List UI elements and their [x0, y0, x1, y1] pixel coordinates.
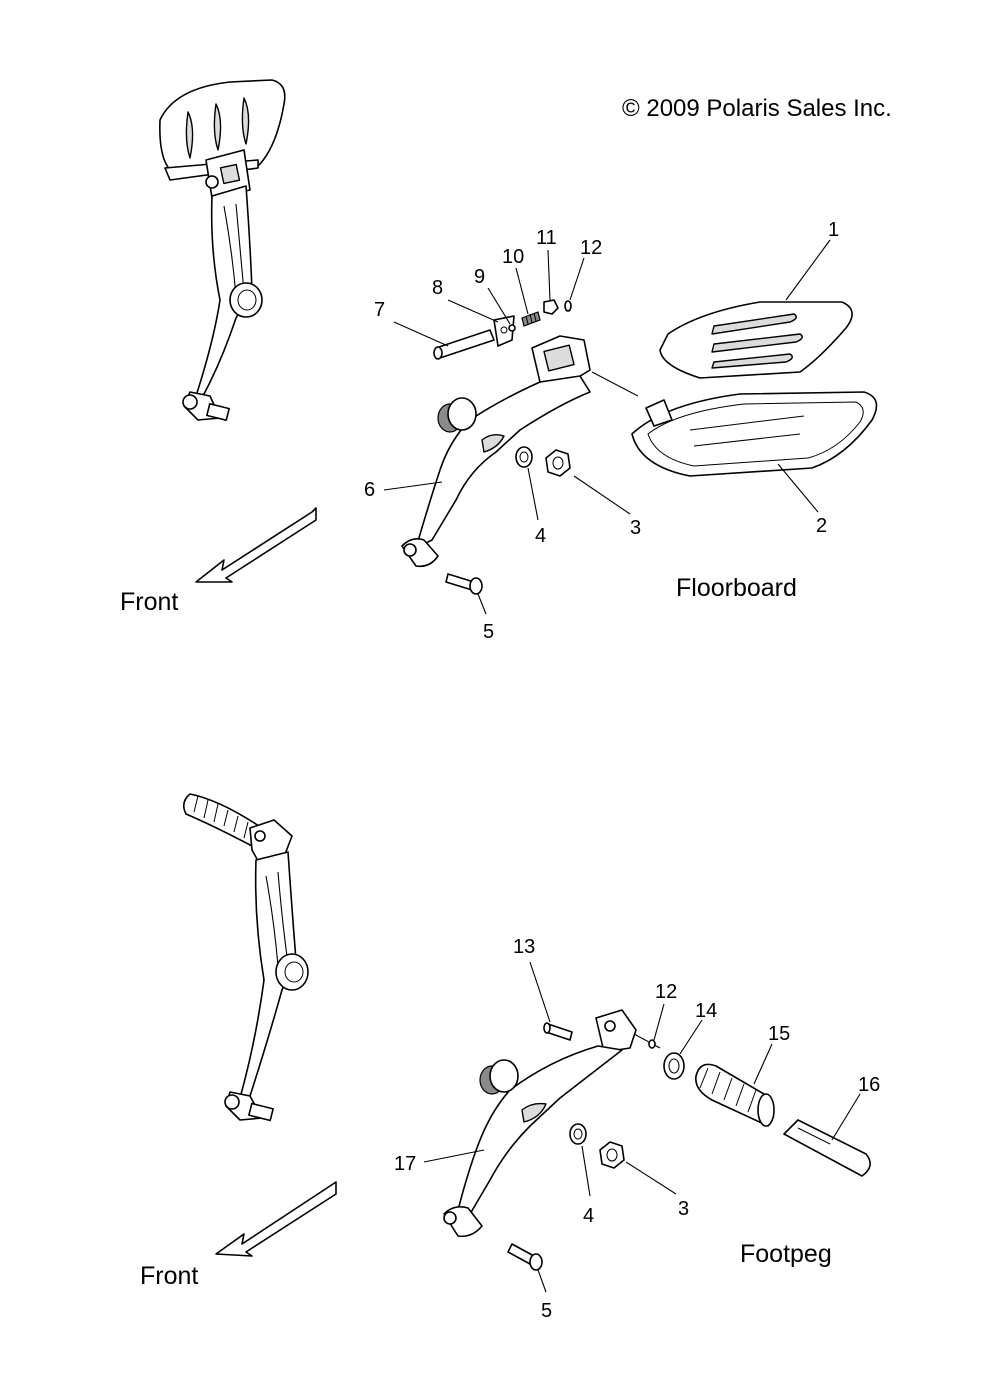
- callout-4: 4: [535, 525, 546, 547]
- callout-10: 10: [502, 246, 524, 268]
- callout-12: 12: [580, 237, 602, 259]
- front-label-top: Front: [120, 588, 178, 616]
- callout-3: 3: [630, 517, 641, 539]
- callout-1: 1: [828, 219, 839, 241]
- footpeg-rubber-part-15: [695, 1063, 775, 1127]
- pin-part-7: [433, 329, 495, 360]
- bolt-part-5-bottom: [507, 1243, 543, 1271]
- callout-9: 9: [474, 266, 485, 288]
- callout-8: 8: [432, 277, 443, 299]
- nut-part-3-bottom: [599, 1141, 625, 1169]
- callout-13: 13: [513, 936, 535, 958]
- callout-7: 7: [374, 299, 385, 321]
- washer-part-4: [515, 446, 533, 468]
- callout-15: 15: [768, 1023, 790, 1045]
- nut-part-11: [543, 299, 559, 315]
- callout-6: 6: [364, 479, 375, 501]
- floorboard-assembly-view: [159, 79, 286, 422]
- front-label-bottom: Front: [140, 1262, 198, 1290]
- floorboard-pad-part-1: [659, 301, 853, 379]
- bolt-part-5: [445, 573, 483, 595]
- callout-12-bottom: 12: [655, 981, 677, 1003]
- callout-16: 16: [858, 1074, 880, 1096]
- floorboard-title: Floorboard: [676, 574, 797, 602]
- callout-5: 5: [483, 621, 494, 643]
- front-arrow-bottom: [215, 1181, 337, 1257]
- callouts-footpeg: 13 12 14 15 16 17 4 3 5: [394, 936, 880, 1322]
- plate-part-8: [493, 315, 515, 347]
- callout-3-bottom: 3: [678, 1198, 689, 1220]
- washer-part-14: [663, 1052, 685, 1080]
- front-arrow-top: [195, 507, 317, 583]
- callout-4-bottom: 4: [583, 1205, 594, 1227]
- footpeg-arm-part-17: [443, 1009, 637, 1238]
- callout-11: 11: [536, 227, 557, 249]
- callout-17: 17: [394, 1153, 416, 1175]
- callouts-floorboard: 1 2 3 4 5 6 7 8 9 10 11 12: [364, 219, 839, 643]
- floorboard-part-2: [631, 391, 878, 477]
- callout-2: 2: [816, 515, 827, 537]
- ring-part-12-bottom: [648, 1039, 656, 1049]
- ball-part-9: [508, 324, 516, 332]
- spring-part-10: [521, 311, 541, 327]
- nut-part-3: [545, 449, 571, 477]
- callout-5-bottom: 5: [541, 1300, 552, 1322]
- footpeg-assembly-view: [182, 793, 309, 1122]
- callout-14: 14: [695, 1000, 717, 1022]
- footpeg-title: Footpeg: [740, 1240, 832, 1268]
- ring-part-12: [564, 300, 572, 312]
- copyright-text: © 2009 Polaris Sales Inc.: [622, 95, 892, 122]
- floorboard-arm-part-6: [401, 335, 591, 568]
- washer-part-4-bottom: [569, 1123, 587, 1145]
- pin-part-13: [543, 1022, 573, 1041]
- peg-part-16: [783, 1119, 871, 1177]
